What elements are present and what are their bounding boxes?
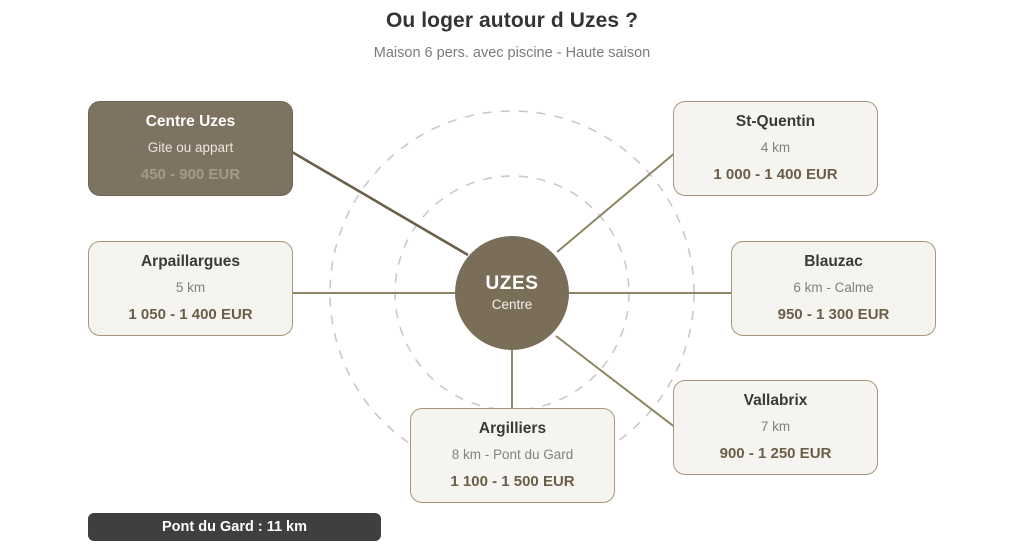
location-name: Argilliers bbox=[478, 420, 547, 437]
link-vallabrix bbox=[555, 335, 677, 429]
location-name: Centre Uzes bbox=[145, 113, 236, 130]
location-distance: 4 km bbox=[760, 140, 791, 155]
hub-sublabel: Centre bbox=[491, 296, 533, 312]
location-distance: 7 km bbox=[760, 419, 791, 434]
location-card-vallabrix[interactable]: Vallabrix 7 km 900 - 1 250 EUR bbox=[673, 380, 878, 475]
location-price: 1 100 - 1 500 EUR bbox=[450, 473, 575, 490]
location-price: 1 050 - 1 400 EUR bbox=[128, 306, 253, 323]
location-name: St-Quentin bbox=[735, 113, 816, 130]
location-price: 450 - 900 EUR bbox=[140, 166, 241, 183]
hub-node-uzes[interactable]: UZES Centre bbox=[455, 236, 569, 350]
location-card-blauzac[interactable]: Blauzac 6 km - Calme 950 - 1 300 EUR bbox=[731, 241, 936, 336]
location-price: 900 - 1 250 EUR bbox=[719, 445, 832, 462]
link-centre-uzes bbox=[291, 150, 469, 257]
header: Ou loger autour d Uzes ? Maison 6 pers. … bbox=[0, 8, 1024, 62]
page-subtitle: Maison 6 pers. avec piscine - Haute sais… bbox=[373, 45, 651, 61]
location-distance: 8 km - Pont du Gard bbox=[451, 447, 574, 462]
location-name: Blauzac bbox=[804, 253, 863, 270]
footnote-badge: Pont du Gard : 11 km bbox=[88, 513, 381, 541]
location-distance: 5 km bbox=[175, 280, 206, 295]
location-card-arpaillargues[interactable]: Arpaillargues 5 km 1 050 - 1 400 EUR bbox=[88, 241, 293, 336]
location-price: 950 - 1 300 EUR bbox=[777, 306, 890, 323]
location-card-argilliers[interactable]: Argilliers 8 km - Pont du Gard 1 100 - 1… bbox=[410, 408, 615, 503]
location-name: Arpaillargues bbox=[140, 253, 241, 270]
page-title: Ou loger autour d Uzes ? bbox=[385, 9, 639, 32]
link-st-quentin bbox=[556, 151, 677, 253]
footnote-label: Pont du Gard : 11 km bbox=[161, 519, 308, 535]
location-card-centre-uzes[interactable]: Centre Uzes Gite ou appart 450 - 900 EUR bbox=[88, 101, 293, 196]
location-card-st-quentin[interactable]: St-Quentin 4 km 1 000 - 1 400 EUR bbox=[673, 101, 878, 196]
location-price: 1 000 - 1 400 EUR bbox=[713, 166, 838, 183]
location-name: Vallabrix bbox=[743, 392, 808, 409]
location-distance: Gite ou appart bbox=[147, 140, 234, 155]
hub-title: UZES bbox=[485, 272, 539, 294]
location-distance: 6 km - Calme bbox=[793, 280, 874, 295]
